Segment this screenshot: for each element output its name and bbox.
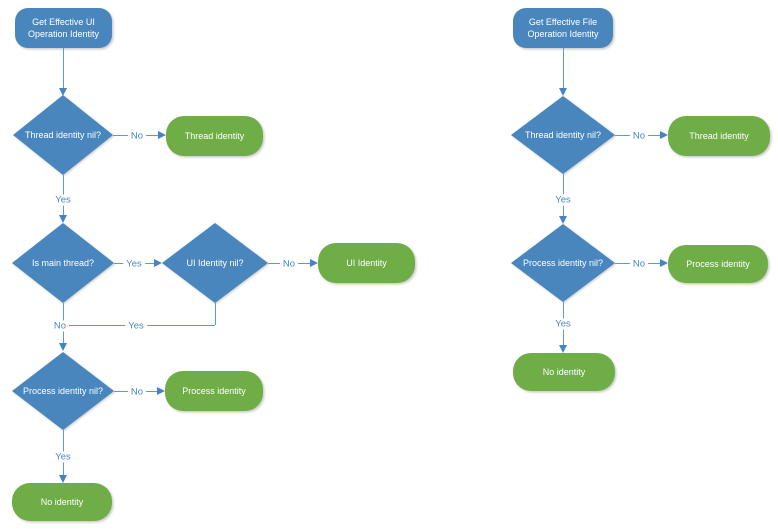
decision-thread-identity-nil: Thread identity nil? (511, 96, 615, 174)
arrowhead-down-icon (59, 215, 67, 223)
edge-label-yes: Yes (52, 194, 74, 206)
arrowhead-down-icon (59, 88, 67, 96)
edge-label-yes: Yes (552, 318, 574, 330)
start-node-file: Get Effective File Operation Identity (513, 8, 613, 48)
arrowhead-right-icon (157, 387, 165, 395)
arrowhead-right-icon (660, 259, 668, 267)
arrowhead-right-icon (660, 131, 668, 139)
edge-label-yes: Yes (52, 451, 74, 463)
terminal-no-identity: No identity (12, 483, 112, 521)
decision-thread-identity-nil: Thread identity nil? (13, 95, 113, 175)
terminal-no-identity: No identity (513, 353, 615, 391)
terminal-process-identity: Process identity (165, 371, 263, 411)
arrowhead-down-icon (59, 343, 67, 351)
arrowhead-right-icon (158, 131, 166, 139)
arrowhead-down-icon (559, 88, 567, 96)
decision-process-identity-nil: Process identity nil? (12, 352, 114, 430)
connector-line (63, 48, 64, 88)
connector-line (215, 303, 216, 325)
terminal-thread-identity: Thread identity (166, 116, 263, 156)
arrowhead-down-icon (559, 216, 567, 224)
edge-label-yes: Yes (552, 194, 574, 206)
edge-label-no: No (50, 320, 70, 332)
terminal-thread-identity: Thread identity (668, 116, 770, 156)
edge-label-no: No (127, 130, 147, 142)
arrowhead-down-icon (59, 475, 67, 483)
decision-is-main-thread: Is main thread? (12, 223, 114, 303)
diamond-shape: Thread identity nil? (511, 96, 615, 174)
edge-label-yes: Yes (125, 320, 147, 332)
connector-line (563, 48, 564, 88)
edge-label-no: No (279, 258, 299, 270)
terminal-ui-identity: UI Identity (318, 243, 415, 283)
decision-ui-identity-nil: UI Identity nil? (162, 223, 268, 303)
diamond-shape: Process identity nil? (511, 224, 615, 302)
diamond-shape: UI Identity nil? (162, 223, 268, 303)
edge-label-no: No (629, 258, 649, 270)
diamond-shape: Thread identity nil? (13, 95, 113, 175)
diamond-shape: Process identity nil? (12, 352, 114, 430)
terminal-process-identity: Process identity (668, 245, 768, 283)
diamond-shape: Is main thread? (12, 223, 114, 303)
arrowhead-right-icon (310, 259, 318, 267)
arrowhead-right-icon (154, 259, 162, 267)
edge-label-yes: Yes (123, 258, 145, 270)
start-node-ui: Get Effective UI Operation Identity (15, 8, 112, 48)
decision-process-identity-nil: Process identity nil? (511, 224, 615, 302)
arrowhead-down-icon (559, 345, 567, 353)
edge-label-no: No (127, 386, 147, 398)
edge-label-no: No (629, 130, 649, 142)
